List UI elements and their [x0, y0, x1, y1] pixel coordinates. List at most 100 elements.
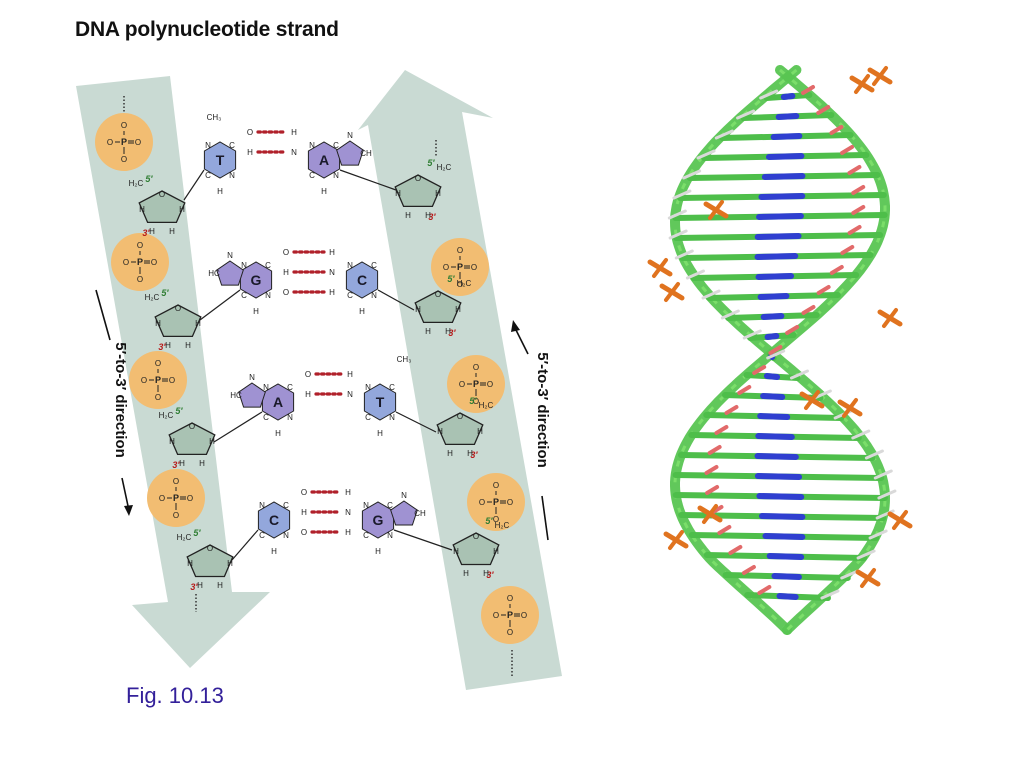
glycosidic-bond — [213, 411, 263, 443]
atom-label: N — [291, 148, 297, 157]
oxygen-atoms — [707, 445, 722, 455]
phosphate-oxygen: O — [123, 258, 129, 267]
hydrogen-label: H — [209, 437, 215, 446]
hydrogen-label: H — [437, 427, 443, 436]
hydrogen-atoms — [789, 369, 809, 380]
base-ring-fused — [390, 500, 418, 526]
three-prime-label: 3′ — [486, 570, 494, 580]
deoxyribose-ring — [186, 544, 234, 578]
oxygen-atoms — [705, 485, 720, 495]
right-direction-label: 5′-to-3′ direction — [534, 352, 551, 468]
hydrogen-atoms — [682, 169, 702, 180]
atom-label: N — [249, 373, 255, 382]
phosphate-oxygen: O — [141, 376, 147, 385]
atom-label: C — [387, 501, 393, 510]
phosphate-label: P — [507, 610, 513, 620]
hydrogen-atoms — [766, 349, 786, 360]
atom-label: N — [347, 131, 353, 140]
phosphate-label: P — [173, 493, 179, 503]
phosphorus-atom — [664, 282, 680, 302]
base-ring-fused — [336, 140, 364, 166]
base-letter: A — [319, 152, 329, 168]
hydrogen-label: H — [395, 189, 401, 198]
phosphate-circle — [467, 473, 525, 531]
base-letter: T — [216, 152, 225, 168]
atom-label: N — [329, 268, 335, 277]
hydrogen-atoms — [840, 569, 860, 580]
hydrogen-label: H — [169, 437, 175, 446]
nitrogen-atoms — [754, 473, 803, 480]
nitrogen-atoms — [775, 113, 800, 120]
phosphate-label: P — [493, 497, 499, 507]
hydrogen-atoms — [759, 89, 779, 100]
phosphate-oxygen: O — [151, 258, 157, 267]
atom-label: HC — [208, 269, 220, 278]
hydrogen-label: H — [445, 327, 451, 336]
atom-label: N — [363, 501, 369, 510]
direction-line — [541, 495, 549, 541]
hydrogen-atoms — [820, 589, 840, 600]
atom-label: O — [247, 128, 253, 137]
hydrogen-atoms — [868, 529, 888, 540]
base-ring-fused — [238, 382, 266, 408]
direction-arrowhead — [511, 320, 520, 332]
glycosidic-bond — [199, 289, 241, 321]
hydrogen-label: H — [187, 559, 193, 568]
nitrogen-atoms — [755, 273, 795, 280]
methylene-label: H₂C — [479, 401, 494, 410]
hydrogen-atoms — [701, 289, 721, 300]
nitrogen-atoms — [756, 493, 805, 500]
hydrogen-label: H — [199, 459, 205, 468]
glycosidic-bond — [339, 169, 397, 191]
oxygen-atoms — [851, 185, 866, 195]
atom-label: H — [283, 268, 289, 277]
hydrogen-label: H — [405, 211, 411, 220]
oxygen-atoms — [816, 105, 831, 115]
oxygen-atoms — [757, 585, 772, 595]
hydrogen-atoms — [864, 449, 884, 460]
phosphate-oxygen: O — [507, 628, 513, 637]
hydrogen-atoms — [685, 269, 705, 280]
methylene-label: H₂C — [177, 533, 192, 542]
base-ring — [363, 383, 397, 421]
hydrogen-label: H — [447, 449, 453, 458]
phosphate-circle — [481, 586, 539, 644]
hydrogen-label: H — [425, 327, 431, 336]
atom-label: H — [217, 187, 223, 196]
atom-label: O — [301, 488, 307, 497]
hydrogen-atoms — [742, 329, 762, 340]
atom-label: C — [389, 383, 395, 392]
phosphorus-atom — [804, 390, 820, 410]
atom-label: H — [291, 128, 297, 137]
atom-label: C — [363, 531, 369, 540]
direction-text: 5′-to-3′ direction — [112, 342, 129, 458]
glycosidic-bond — [395, 411, 437, 433]
oxygen-atoms — [737, 385, 752, 395]
nitrogen-atoms — [762, 533, 806, 540]
oxygen-atoms — [801, 305, 816, 315]
hydrogen-label: H — [195, 319, 201, 328]
atom-label: C — [365, 413, 371, 422]
hydrogen-label: H — [227, 559, 233, 568]
ring-oxygen: O — [435, 290, 441, 299]
methylene-label: H₂C — [129, 179, 144, 188]
phosphorus-atom — [882, 308, 898, 328]
atom-label: N — [287, 413, 293, 422]
oxygen-atoms — [728, 545, 743, 555]
ring-oxygen: O — [175, 304, 181, 313]
atom-label: N — [371, 291, 377, 300]
atom-label: HC — [230, 391, 242, 400]
hydrogen-atoms — [674, 249, 694, 260]
